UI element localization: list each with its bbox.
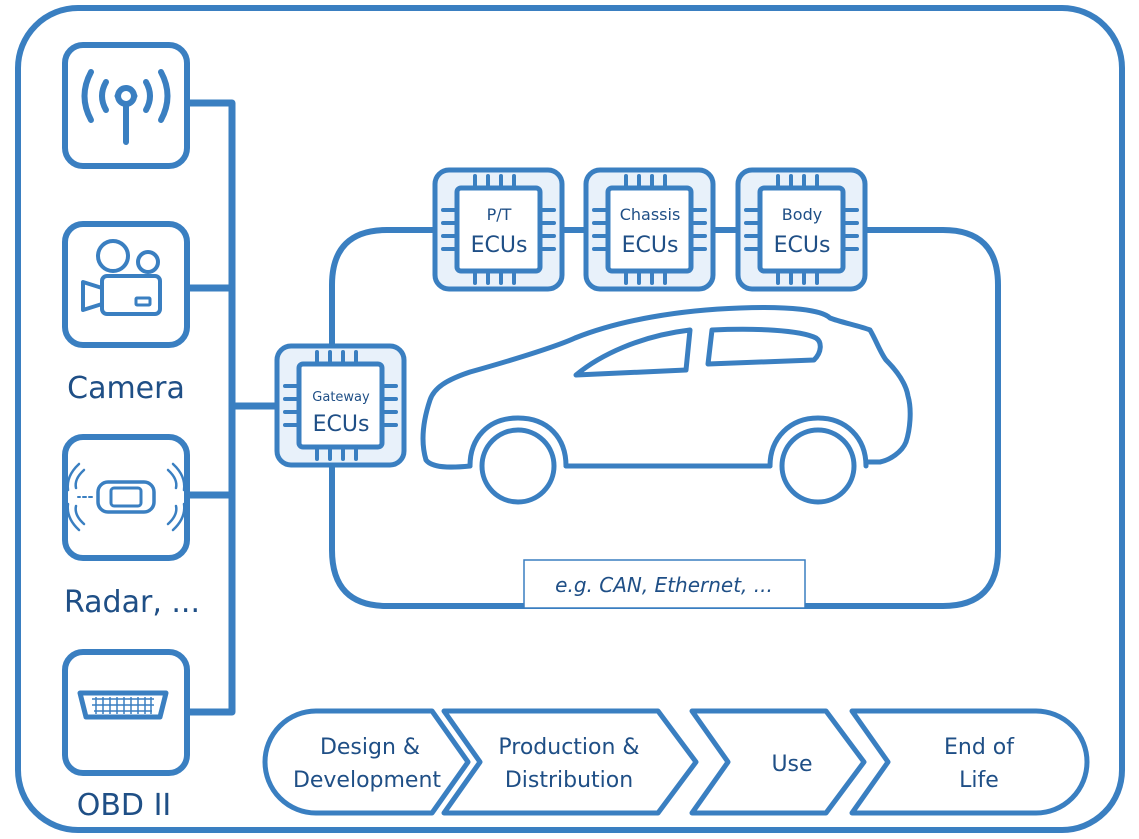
stage-4-line-1: End of bbox=[944, 735, 1015, 760]
ecu-gateway: Gateway ECUs bbox=[277, 346, 404, 465]
stage-2-line-1: Production & bbox=[498, 735, 639, 760]
ecu-pt-bottom: ECUs bbox=[471, 233, 528, 258]
radar-icon bbox=[66, 462, 186, 532]
camera-icon bbox=[81, 239, 162, 316]
network-label: e.g. CAN, Ethernet, ... bbox=[555, 573, 773, 597]
obd-label: OBD II bbox=[77, 788, 172, 823]
stage-1-line-1: Design & bbox=[320, 735, 420, 760]
outer-frame bbox=[15, 5, 1125, 833]
lifecycle-stage-1 bbox=[262, 708, 471, 816]
ecu-pt: P/T ECUs bbox=[435, 170, 562, 289]
ecu-chassis-top: Chassis bbox=[620, 205, 681, 224]
ecu-gateway-bottom: ECUs bbox=[313, 412, 370, 437]
camera-label: Camera bbox=[67, 371, 185, 406]
ecu-body: Body ECUs bbox=[738, 170, 865, 289]
ecu-gateway-top: Gateway bbox=[312, 390, 370, 405]
sensor-camera bbox=[62, 221, 190, 348]
ecu-chassis-bottom: ECUs bbox=[622, 233, 679, 258]
sensor-bus bbox=[186, 99, 281, 716]
antenna-icon bbox=[81, 69, 171, 145]
ecu-chassis: Chassis ECUs bbox=[586, 170, 713, 289]
obd-port-icon bbox=[77, 690, 169, 720]
lifecycle-stage-2 bbox=[441, 708, 699, 816]
sensor-radar bbox=[62, 434, 190, 561]
ecu-body-top: Body bbox=[782, 205, 822, 224]
stage-4-line-2: Life bbox=[959, 768, 999, 793]
lifecycle-stage-4 bbox=[849, 708, 1090, 816]
car-outline-icon bbox=[420, 305, 913, 505]
lifecycle-bar: Design & Development Production & Distri… bbox=[262, 708, 1090, 816]
chip-icon bbox=[435, 170, 562, 289]
radar-label: Radar, ... bbox=[64, 585, 200, 620]
stage-1-line-2: Development bbox=[293, 768, 441, 793]
lifecycle-stage-3 bbox=[689, 708, 867, 816]
sensor-antenna bbox=[62, 42, 190, 169]
ecu-pt-top: P/T bbox=[487, 205, 512, 224]
sensor-obd bbox=[62, 649, 190, 776]
chip-icon bbox=[586, 170, 713, 289]
vehicle-network-loop bbox=[329, 227, 1001, 609]
ecu-body-bottom: ECUs bbox=[774, 233, 831, 258]
stage-3-line-1: Use bbox=[771, 752, 812, 777]
network-label-box bbox=[523, 559, 806, 609]
chip-icon bbox=[738, 170, 865, 289]
chip-icon bbox=[277, 346, 404, 465]
stage-2-line-2: Distribution bbox=[505, 768, 633, 793]
